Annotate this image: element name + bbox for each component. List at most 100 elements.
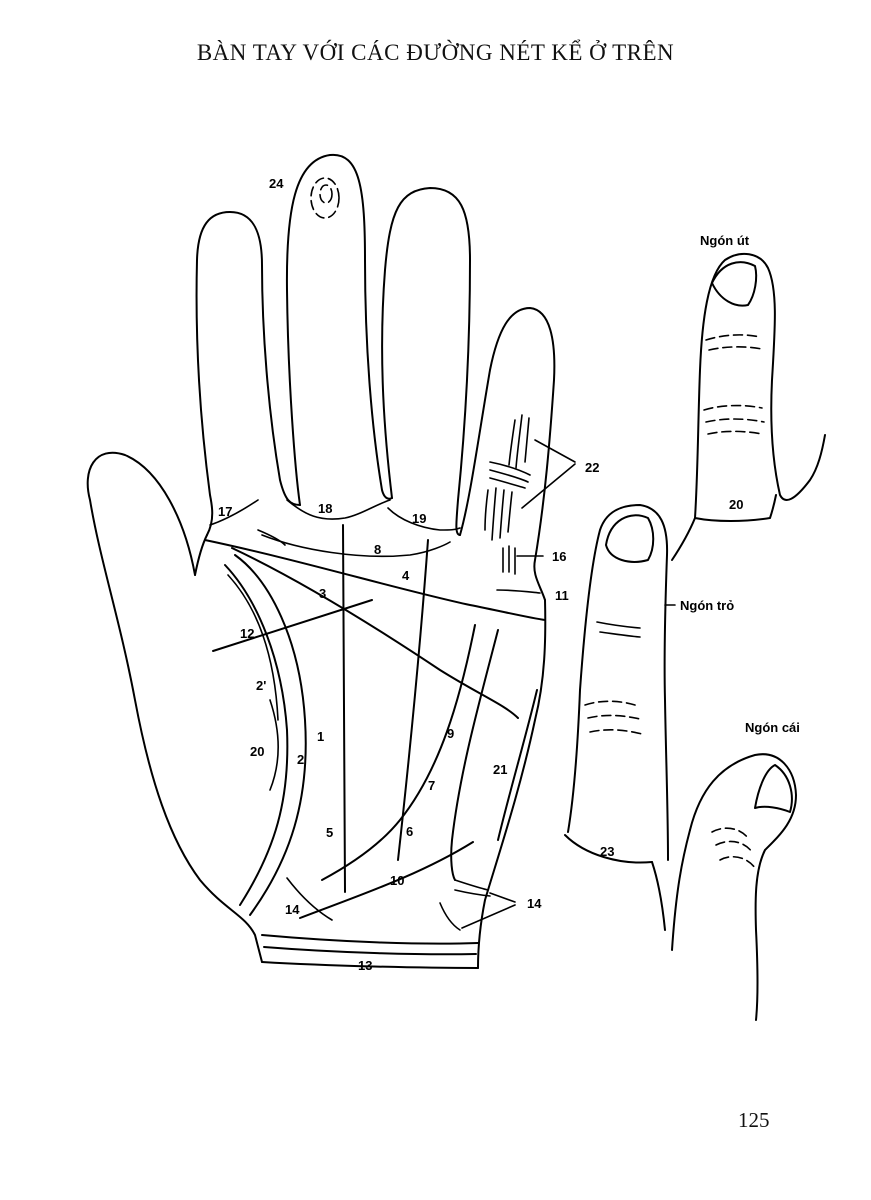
caption-thumb: Ngón cái	[745, 720, 800, 735]
label-11: 11	[555, 588, 569, 603]
life-line-2-prime	[227, 574, 279, 721]
palm-right-edge	[477, 599, 547, 969]
line-7	[321, 624, 476, 881]
label-6: 6	[406, 824, 413, 839]
label-19: 19	[412, 511, 426, 526]
label-10: 10	[390, 873, 404, 888]
finger-base-18	[286, 499, 391, 520]
label-22: 22	[585, 460, 599, 475]
label-1: 1	[317, 729, 324, 744]
pointer-22-a	[534, 439, 576, 463]
thumb-crease-b	[715, 840, 753, 853]
bracelet-13a	[261, 934, 479, 945]
label-24: 24	[269, 176, 284, 191]
fate-line-5	[342, 524, 346, 893]
index-line-22c	[524, 417, 530, 463]
thumb-crease-c	[719, 856, 756, 869]
label-8: 8	[374, 542, 381, 557]
index-finger-outline	[459, 307, 556, 601]
thumb-detail-outline	[689, 753, 797, 1021]
little-crease-2b	[705, 418, 765, 423]
life-line-1	[234, 554, 307, 916]
line-9	[450, 629, 499, 881]
label-9: 9	[447, 726, 454, 741]
head-line-3	[231, 547, 519, 719]
label-14a: 14	[285, 902, 300, 917]
line-8	[261, 534, 451, 558]
label-2: 2	[297, 752, 304, 767]
index-finger-nail	[605, 514, 655, 563]
label-14b: 14	[527, 896, 542, 911]
index-finger-base	[564, 834, 653, 864]
line-14-right-c	[439, 902, 461, 931]
label-7: 7	[428, 778, 435, 793]
line-14-right-b	[454, 889, 491, 897]
line-12	[212, 599, 373, 652]
index-line-22e	[491, 487, 497, 541]
line-11	[496, 589, 541, 594]
little-crease-2a	[703, 404, 763, 411]
label-16: 16	[552, 549, 566, 564]
label-17: 17	[218, 504, 232, 519]
number-labels: 24 17 18 19 8 4 3 12 2' 20 1 2 9 21 7 5 …	[218, 176, 743, 973]
label-5: 5	[326, 825, 333, 840]
pointer-22-b	[521, 463, 576, 509]
index-crease-1a	[596, 621, 641, 629]
line-6	[397, 539, 429, 861]
bracelet-13b	[263, 946, 477, 956]
caption-index-finger: Ngón trỏ	[680, 598, 734, 613]
middle-finger-outline	[381, 187, 471, 536]
finger-base-17	[209, 499, 259, 526]
little-finger-lower-edge	[671, 517, 696, 561]
little-finger-nail	[711, 261, 758, 307]
little-finger-base	[694, 494, 777, 522]
label-18: 18	[318, 501, 332, 516]
line-14-left	[286, 877, 333, 921]
thumb-crease-a	[711, 827, 749, 839]
little-finger-detail-outline	[694, 252, 826, 519]
label-3: 3	[319, 586, 326, 601]
label-23: 23	[600, 844, 614, 859]
pointer-14-a	[489, 892, 516, 903]
mount-line-20	[269, 699, 280, 791]
index-cross-22a	[489, 461, 531, 476]
little-crease-1a	[705, 334, 761, 341]
index-line-22a	[508, 419, 516, 466]
page-title: BÀN TAY VỚI CÁC ĐƯỜNG NÉT KỂ Ở TRÊN	[196, 40, 675, 65]
pointer-14-b	[461, 904, 516, 929]
label-21: 21	[493, 762, 507, 777]
little-crease-1b	[708, 346, 763, 351]
thumb-nail	[754, 764, 793, 813]
index-line-22d	[484, 489, 489, 531]
label-13: 13	[358, 958, 372, 973]
label-4: 4	[402, 568, 410, 583]
index-crease-2b	[587, 714, 641, 720]
finger-mark-outer	[310, 177, 340, 219]
finger-mark-inner	[319, 184, 333, 204]
index-finger-detail	[564, 504, 676, 931]
index-line-22b	[515, 414, 523, 469]
heart-line-4	[204, 539, 546, 621]
little-crease-2c	[707, 430, 763, 435]
index-cross-22c	[489, 477, 526, 489]
wrist-bottom	[261, 961, 479, 969]
index-cross-22b	[489, 469, 529, 483]
index-line-22f	[499, 489, 505, 539]
index-finger-wrist-edge	[651, 861, 666, 931]
page-number: 125	[738, 1108, 770, 1132]
line-10	[299, 841, 474, 919]
finger-base-19	[387, 507, 461, 531]
thumb-inner-edge	[194, 534, 208, 576]
finger-mark-24	[310, 177, 340, 219]
ring-finger-outline	[285, 153, 393, 506]
index-crease-2c	[589, 729, 643, 735]
thumb-detail-left-edge	[671, 829, 691, 951]
label-2-prime: 2'	[256, 678, 266, 693]
index-line-22g	[507, 491, 513, 533]
captions: Ngón út Ngón trỏ Ngón cái	[680, 233, 800, 735]
thumb-detail	[671, 753, 797, 1021]
little-finger-outline	[195, 211, 301, 536]
index-finger-detail-outline	[567, 504, 669, 861]
label-20b: 20	[729, 497, 743, 512]
